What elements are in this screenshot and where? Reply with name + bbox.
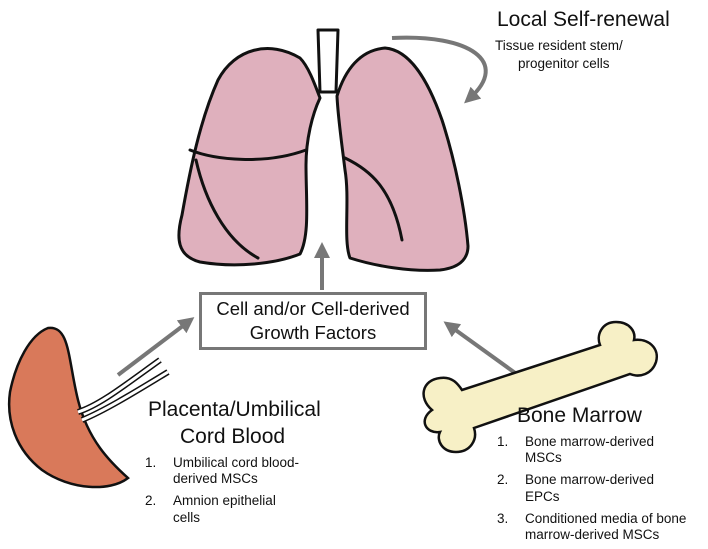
bone-marrow-title: Bone Marrow: [517, 404, 642, 428]
bone-illustration: [424, 322, 657, 452]
growth-factors-box: Cell and/or Cell-derived Growth Factors: [199, 292, 427, 350]
growth-factors-line1: Cell and/or Cell-derived: [216, 297, 409, 321]
trachea: [318, 30, 338, 92]
self-renewal-title: Local Self-renewal: [497, 8, 670, 32]
lungs-illustration: [179, 30, 468, 270]
placenta-list: 1.Umbilical cord blood-derived MSCs 2.Am…: [145, 455, 299, 532]
arrow-from-bone-marrow: [450, 326, 518, 375]
placenta-title-line1: Placenta/Umbilical: [148, 398, 321, 422]
self-renewal-subtitle-line1: Tissue resident stem/: [495, 38, 623, 54]
placenta-title-line2: Cord Blood: [180, 425, 285, 449]
self-renewal-subtitle-line2: progenitor cells: [518, 56, 610, 72]
left-lung: [179, 49, 320, 265]
growth-factors-line2: Growth Factors: [250, 321, 376, 345]
list-item: 1.Umbilical cord blood-derived MSCs: [145, 455, 299, 487]
